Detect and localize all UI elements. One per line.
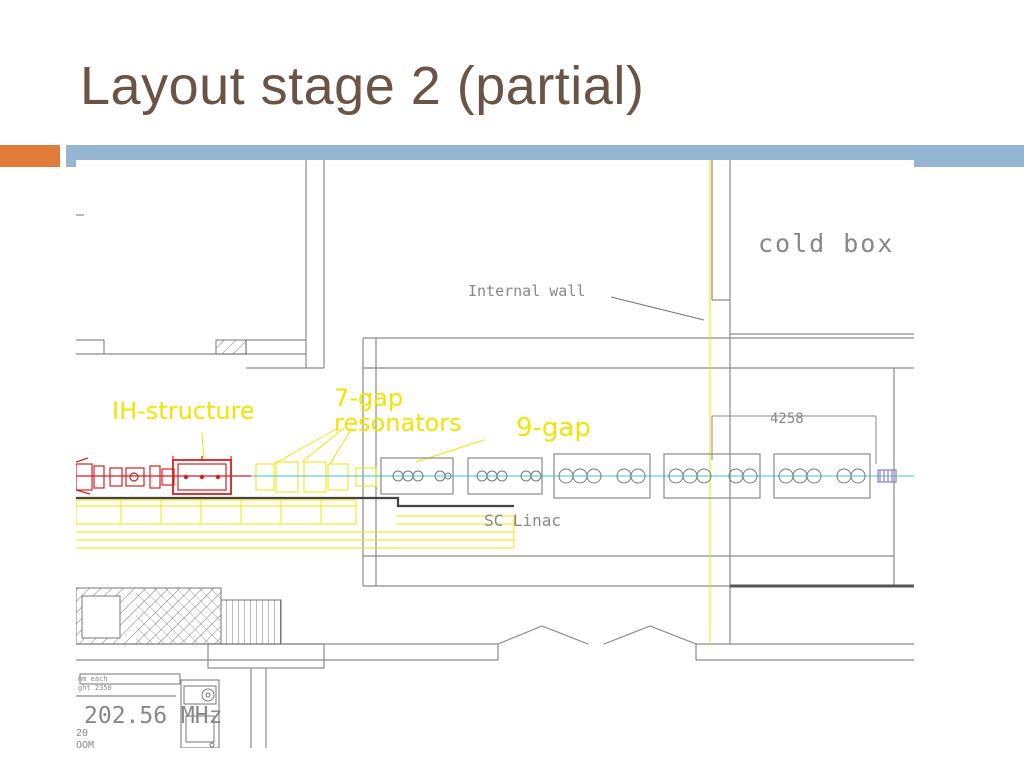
sc-linac-cryomodules xyxy=(380,453,897,499)
hatched-block-window xyxy=(81,595,121,639)
small-note-4: OOM xyxy=(76,740,94,748)
grating-block xyxy=(220,599,282,645)
ih-structure-beamline xyxy=(76,456,251,495)
label-9-gap: 9-gap xyxy=(516,413,591,443)
label-frequency: 202.56 MHz xyxy=(84,703,222,729)
label-resonators: resonators xyxy=(334,409,462,437)
label-dimension: 4258 xyxy=(770,411,804,427)
label-internal-wall: Internal wall xyxy=(468,282,585,300)
hatched-pillar xyxy=(215,339,247,355)
cad-layout-drawing: cold box Internal wall IH-structure 7-ga… xyxy=(76,160,914,748)
accent-bar-orange xyxy=(0,145,60,167)
slide-title: Layout stage 2 (partial) xyxy=(80,56,645,116)
small-note-3: 20 xyxy=(76,728,88,739)
support-base-line xyxy=(76,496,514,508)
label-sc-linac: SC Linac xyxy=(484,511,561,530)
label-ih-structure: IH-structure xyxy=(112,397,255,425)
cad-layout-svg: cold box Internal wall IH-structure 7-ga… xyxy=(76,160,914,748)
equipment-sketch xyxy=(183,685,217,748)
internal-wall-leader xyxy=(610,296,705,321)
dimension-4258 xyxy=(711,415,877,464)
label-7-gap: 7-gap xyxy=(334,384,403,412)
label-cold-box: cold box xyxy=(758,229,894,258)
small-note-1: mm each xyxy=(78,675,108,683)
hatched-block-overlay xyxy=(136,588,221,644)
sc-cavities xyxy=(392,468,866,484)
small-note-2: ght 2350 xyxy=(78,684,112,692)
